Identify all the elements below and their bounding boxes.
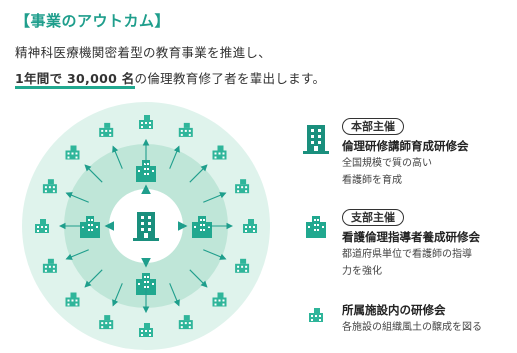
- outward-arrow: [112, 145, 123, 169]
- badge-branch: 支部主催: [342, 209, 404, 226]
- legend-desc: 全国規模で質の高い看護師を育成: [342, 158, 432, 186]
- medium-building-icon: [306, 216, 326, 238]
- outward-arrow: [65, 249, 89, 260]
- outward-arrow: [84, 164, 103, 183]
- outward-arrow: [189, 269, 208, 288]
- lead-line-1: 精神科医療機関密着型の教育事業を推進し、: [15, 45, 272, 60]
- outward-arrow: [84, 269, 103, 288]
- section-heading: 【事業のアウトカム】: [15, 12, 171, 30]
- legend-title: 倫理研修講師育成研修会: [342, 139, 469, 153]
- outward-arrow: [169, 283, 180, 307]
- legend-desc: 都道府県単位で看護師の指導力を強化: [342, 249, 472, 277]
- outward-arrow: [169, 145, 180, 169]
- center-arrows: [104, 184, 188, 268]
- large-building-icon: [303, 125, 329, 154]
- badge-headquarters: 本部主催: [342, 118, 404, 135]
- outward-arrow: [112, 283, 123, 307]
- lead-line-2-rest: の倫理教育修了者を輩出します。: [134, 71, 326, 86]
- outer-arrows: [58, 138, 234, 314]
- outward-arrow: [189, 164, 208, 183]
- lead-highlight: 1年間で 30,000 名: [15, 71, 135, 89]
- legend-title: 看護倫理指導者養成研修会: [342, 230, 480, 244]
- lead-line-2: 1年間で 30,000 名の倫理教育修了者を輩出します。: [15, 68, 326, 89]
- outward-arrow: [203, 192, 227, 203]
- outward-arrow: [203, 249, 227, 260]
- legend-title: 所属施設内の研修会: [342, 303, 446, 317]
- legend-desc: 各施設の組織風土の醸成を図る: [342, 322, 482, 333]
- small-building-icon: [309, 308, 323, 322]
- outward-arrow: [65, 192, 89, 203]
